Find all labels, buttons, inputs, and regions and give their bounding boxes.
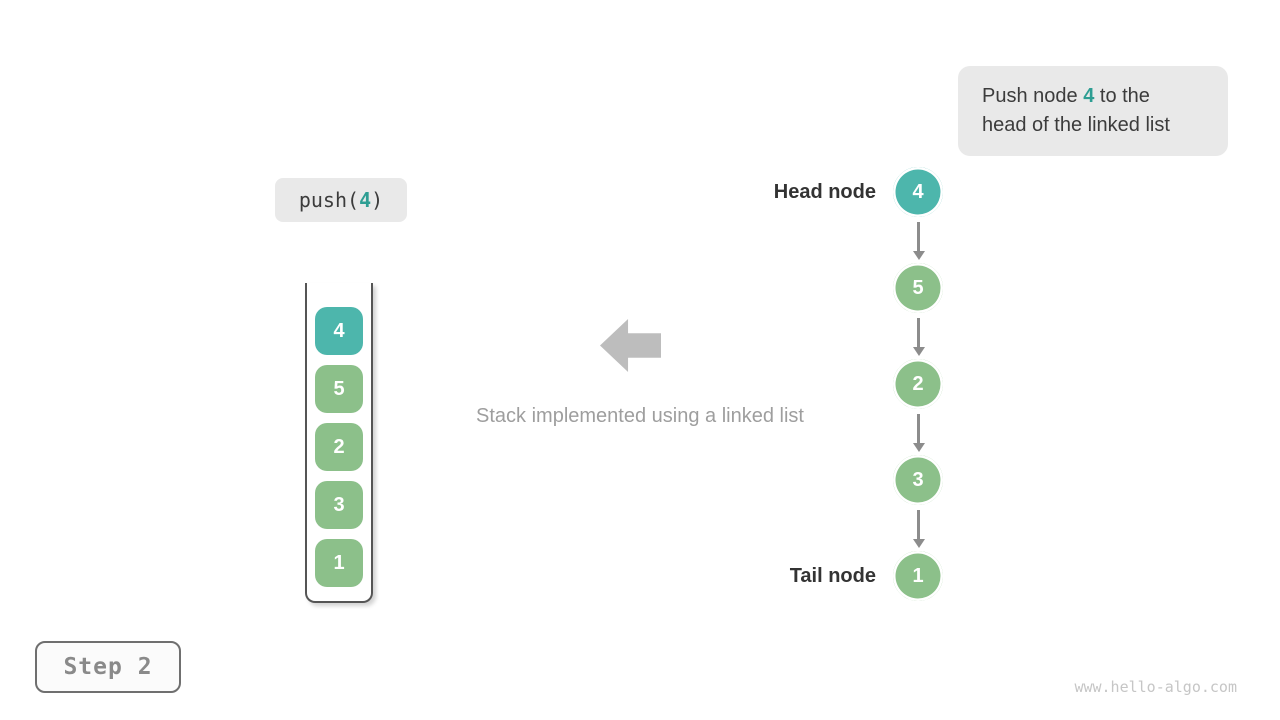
down-arrow-icon [912, 510, 925, 548]
callout-line2: head of the linked list [982, 114, 1170, 136]
callout-prefix: Push node [982, 85, 1084, 107]
stack-caption: Stack implemented using a linked list [476, 405, 804, 427]
stack-item: 3 [315, 481, 363, 529]
callout-suffix: to the [1094, 85, 1150, 107]
watermark: www.hello-algo.com [1074, 678, 1237, 696]
callout-highlight: 4 [1083, 85, 1095, 107]
stack-item: 5 [315, 365, 363, 413]
operation-suffix: ) [371, 188, 384, 212]
operation-arg: 4 [359, 188, 372, 212]
stack-container: 4 5 2 3 1 [305, 283, 373, 603]
stack-item: 1 [315, 539, 363, 587]
down-arrow-icon [912, 414, 925, 452]
step-badge: Step 2 [35, 641, 181, 693]
stack-item: 4 [315, 307, 363, 355]
left-arrow-icon [600, 319, 661, 372]
head-node-label: Head node [773, 181, 876, 203]
linked-list-node: 2 [890, 356, 946, 412]
down-arrow-icon [912, 318, 925, 356]
callout-text: Push node 4 to the head of the linked lis… [982, 82, 1170, 140]
stack-item: 2 [315, 423, 363, 471]
callout-bubble: Push node 4 to the head of the linked lis… [958, 66, 1228, 156]
push-operation-label: push(4) [275, 178, 407, 222]
linked-list-node: 5 [890, 260, 946, 316]
linked-list-node: 4 [890, 164, 946, 220]
tail-node-label: Tail node [789, 565, 876, 587]
linked-list-node: 3 [890, 452, 946, 508]
linked-list-node: 1 [890, 548, 946, 604]
down-arrow-icon [912, 222, 925, 260]
operation-prefix: push( [298, 188, 360, 212]
